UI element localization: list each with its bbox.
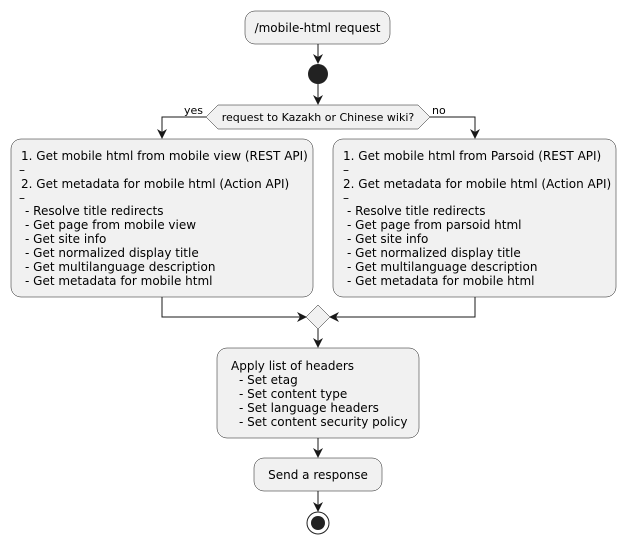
request-node-label: /mobile-html request [255,21,381,35]
edge-right-to-merge [329,297,476,322]
response-node: Send a response [253,457,383,492]
headers-item: - Set content security policy [239,415,407,429]
left-separator-1: – [19,163,25,177]
right-step-2: 2. Get metadata for mobile html (Action … [343,177,611,191]
right-substep: - Get metadata for mobile html [347,274,534,288]
left-step-1: 1. Get mobile html from mobile view (RES… [21,149,308,163]
left-separator-2: – [19,191,25,205]
right-substep: - Get site info [347,232,428,246]
branch-no-label: no [432,104,446,117]
left-substep: - Get page from mobile view [25,218,196,232]
left-substep: - Get site info [25,232,106,246]
edge-no-branch [430,116,480,139]
mobile-view-box: 1. Get mobile html from mobile view (RES… [10,138,314,298]
end-node [306,511,330,535]
edge-yes-branch [157,116,206,139]
left-substep: - Get normalized display title [25,246,199,260]
decision-label: request to Kazakh or Chinese wiki? [222,111,415,124]
start-node [308,64,328,84]
left-substep: - Resolve title redirects [25,204,163,218]
right-substep: - Get multilanguage description [347,260,537,274]
branch-yes-label: yes [184,104,203,117]
decision-node: request to Kazakh or Chinese wiki? [205,104,431,130]
right-substep: - Get page from parsoid html [347,218,521,232]
right-separator-1: – [343,163,349,177]
parsoid-box: 1. Get mobile html from Parsoid (REST AP… [332,138,617,298]
request-node: /mobile-html request [244,10,391,45]
right-substep: - Get normalized display title [347,246,521,260]
headers-title: Apply list of headers [231,359,354,373]
merge-node [305,304,331,330]
headers-item: - Set etag [239,373,298,387]
response-node-label: Send a response [268,468,368,482]
headers-box: Apply list of headers - Set etag - Set c… [216,347,420,439]
left-substep: - Get multilanguage description [25,260,215,274]
right-substep: - Resolve title redirects [347,204,485,218]
headers-item: - Set content type [239,387,347,401]
right-separator-2: – [343,191,349,205]
headers-item: - Set language headers [239,401,379,415]
right-step-1: 1. Get mobile html from Parsoid (REST AP… [343,149,601,163]
left-step-2: 2. Get metadata for mobile html (Action … [21,177,289,191]
left-substep: - Get metadata for mobile html [25,274,212,288]
edge-left-to-merge [161,297,307,322]
